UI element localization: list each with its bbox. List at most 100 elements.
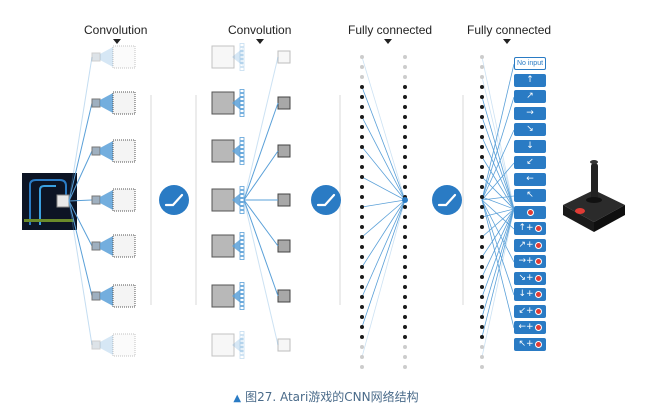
fc2-connection xyxy=(481,129,515,201)
conv2-kernel-cell xyxy=(239,67,245,71)
conv1-feature-map xyxy=(112,45,136,69)
fc1-connection xyxy=(361,176,406,201)
conv2-kernel-cell xyxy=(239,141,245,145)
conv1-feature-map xyxy=(112,91,136,115)
arrow-up-right-icon: ↗ xyxy=(526,91,534,101)
fire-icon xyxy=(534,241,542,249)
conv2-kernel-cell xyxy=(239,282,245,286)
conv2-output-map xyxy=(277,338,291,352)
fire-icon xyxy=(534,274,542,282)
arrow-down-left-icon: ↙+ xyxy=(518,305,534,316)
fc1-output-node xyxy=(403,105,407,109)
conv2-kernel-cell xyxy=(239,202,245,206)
conv2-output-map xyxy=(277,239,291,253)
fc2-connection xyxy=(481,208,515,338)
fc1-output-node xyxy=(403,355,407,359)
conv2-connection xyxy=(243,150,279,201)
fc1-output-node xyxy=(403,95,407,99)
caption-triangle-icon: ▲ xyxy=(233,393,242,404)
fc1-output-node xyxy=(403,295,407,299)
conv2-connection xyxy=(243,199,279,297)
input-game-track xyxy=(39,185,56,225)
conv2-kernel-cell xyxy=(239,302,245,306)
conv2-kernel-cell xyxy=(239,355,245,359)
label-marker-icon xyxy=(113,39,121,44)
activation-circle xyxy=(159,185,189,215)
fire-icon xyxy=(534,307,542,315)
fc2-node xyxy=(480,185,484,189)
fc1-input-node xyxy=(360,285,364,289)
fc1-input-node xyxy=(360,185,364,189)
conv2-kernel-cell xyxy=(239,232,245,236)
conv2-kernel-cell xyxy=(239,306,245,310)
fc2-node xyxy=(480,215,484,219)
fc1-connection xyxy=(361,116,406,201)
conv1-feature-map xyxy=(112,333,136,357)
fc2-connection xyxy=(481,156,515,210)
conv1-connection xyxy=(68,200,93,346)
fc1-output-node xyxy=(403,55,407,59)
fc1-connection xyxy=(361,199,406,358)
fc2-node xyxy=(480,295,484,299)
conv2-input-map xyxy=(211,91,235,115)
fire-icon xyxy=(526,208,534,216)
fc1-output-node xyxy=(403,325,407,329)
fc1-output-node xyxy=(403,305,407,309)
fc2-node xyxy=(480,345,484,349)
conv2-kernel-cell xyxy=(239,55,245,59)
fc1-output-node xyxy=(403,275,407,279)
conv2-kernel-cell xyxy=(239,198,245,202)
fc1-input-node xyxy=(360,295,364,299)
fc1-output-node xyxy=(403,125,407,129)
fc2-connection xyxy=(481,199,515,329)
arrow-up-icon: ↑+ xyxy=(518,223,534,233)
fc1-input-node xyxy=(360,365,364,369)
joystick-base-top xyxy=(563,190,625,222)
fc2-connection xyxy=(481,199,515,230)
conv2-kernel-cell xyxy=(239,210,245,214)
arrow-up-left-icon: ↖ xyxy=(526,190,534,200)
fc1-output-node xyxy=(403,205,407,209)
fc1-output-node xyxy=(403,315,407,319)
arrow-right-icon: → xyxy=(526,107,534,118)
conv2-kernel-cell xyxy=(239,256,245,260)
conv2-output-map xyxy=(277,289,291,303)
conv2-output-map xyxy=(277,96,291,110)
fc1-output-node xyxy=(403,285,407,289)
fc2-node xyxy=(480,115,484,119)
conv2-kernel-cell xyxy=(239,252,245,256)
fc1-input-node xyxy=(360,95,364,99)
cnn-architecture-diagram xyxy=(22,39,625,369)
fc1-connection xyxy=(361,199,406,208)
conv2-kernel-cell xyxy=(239,109,245,113)
conv2-input-map xyxy=(211,284,235,308)
conv2-kernel-cell xyxy=(239,294,245,298)
action-arrow-down-left-fire-icon: ↙+ xyxy=(514,304,546,318)
action-arrow-right-fire-icon: →+ xyxy=(514,255,546,268)
conv2-kernel-cell xyxy=(239,286,245,290)
stage-label-fc-1: Fully connected xyxy=(348,23,433,37)
fc2-node xyxy=(480,235,484,239)
fc2-node xyxy=(480,155,484,159)
fc1-input-node xyxy=(360,225,364,229)
action-arrow-up-fire-icon: ↑+ xyxy=(514,222,546,235)
conv2-kernel-cell xyxy=(239,63,245,67)
conv2-kernel-cell xyxy=(239,290,245,294)
conv1-kernel xyxy=(91,241,101,251)
fc1-connection xyxy=(361,199,406,328)
arrow-down-right-icon: ↘+ xyxy=(518,272,534,283)
fc2-node xyxy=(480,65,484,69)
fire-icon xyxy=(534,291,542,298)
conv1-feature-map xyxy=(112,139,136,163)
arrow-up-left-icon: ↖+ xyxy=(518,338,534,349)
fc1-input-node xyxy=(360,215,364,219)
conv2-connection xyxy=(243,199,279,247)
conv1-feature-map xyxy=(112,234,136,258)
conv1-connection xyxy=(68,200,93,247)
action-arrow-up-left-fire-icon: ↖+ xyxy=(514,337,546,351)
conv2-kernel-cell xyxy=(239,236,245,240)
conv2-kernel-cell xyxy=(239,89,245,93)
fc1-input-node xyxy=(360,315,364,319)
fc1-output-node xyxy=(403,85,407,89)
label-marker-icon xyxy=(256,39,264,44)
